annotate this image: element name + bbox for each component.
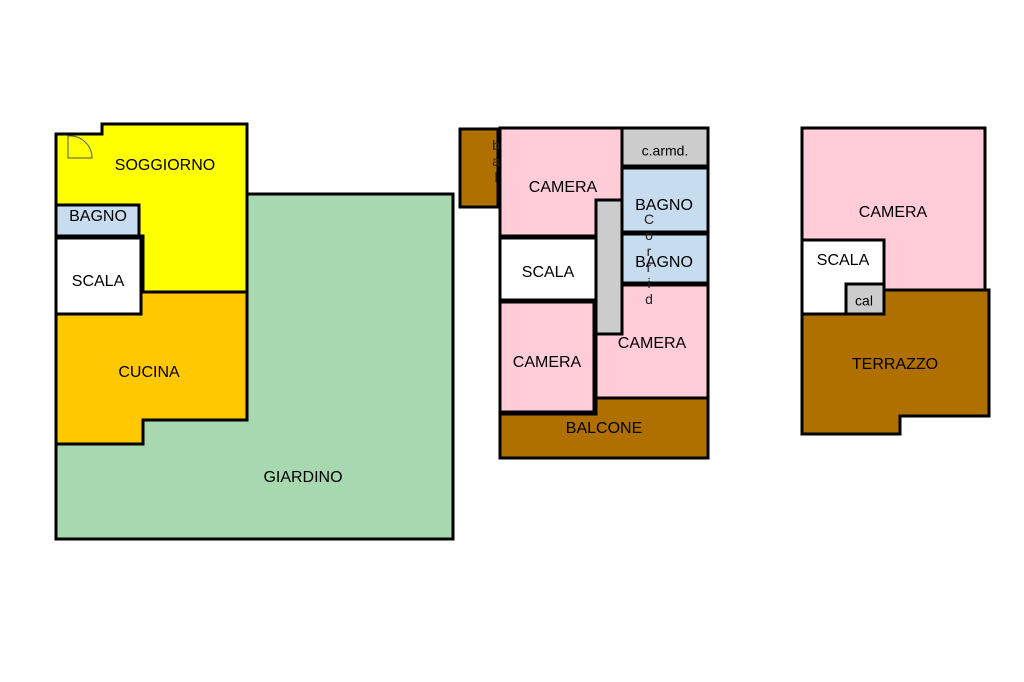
cal-label: cal [855,293,873,309]
soggiorno-label: SOGGIORNO [115,157,215,174]
cal-room [844,282,886,316]
balcone-area [498,396,710,460]
bagno-label: BAGNO [69,208,127,225]
bagno-1-room [620,166,710,234]
camera-left-label: CAMERA [513,354,582,371]
camera-left-room [498,300,596,414]
scala-room-first [498,236,598,302]
bal-area [458,127,500,209]
camera-attic-label: CAMERA [859,204,928,221]
door-swing [67,135,93,159]
first-floor-plan: bal CAMERA c.armd. BAGNO BAGNO Corrid SC… [456,126,710,460]
camera-top-label: CAMERA [529,179,598,196]
camera-right-label: CAMERA [618,335,687,352]
attic-floor-plan: CAMERA SCALA cal TERRAZZO [800,126,991,436]
ground-floor-plan: SOGGIORNO BAGNO SCALA CUCINA GIARDINO [54,122,455,541]
cucina-label: CUCINA [118,364,180,381]
balcone-label: BALCONE [566,420,642,437]
cucina-room [54,290,249,446]
c-armd-label: c.armd. [642,143,689,159]
bagno-room [54,203,141,238]
c-armd-room [620,126,710,168]
bagno-2-label: BAGNO [635,254,693,271]
terrazzo-label: TERRAZZO [852,356,938,373]
scala-attic-label: SCALA [817,252,870,269]
scala-first-label: SCALA [522,264,575,281]
bagno-1-label: BAGNO [635,197,693,214]
terrazzo-area [800,288,991,436]
bagno-2-room [620,232,710,285]
scala-label: SCALA [72,273,125,290]
scala-room [54,236,143,316]
giardino-label: GIARDINO [263,469,342,486]
